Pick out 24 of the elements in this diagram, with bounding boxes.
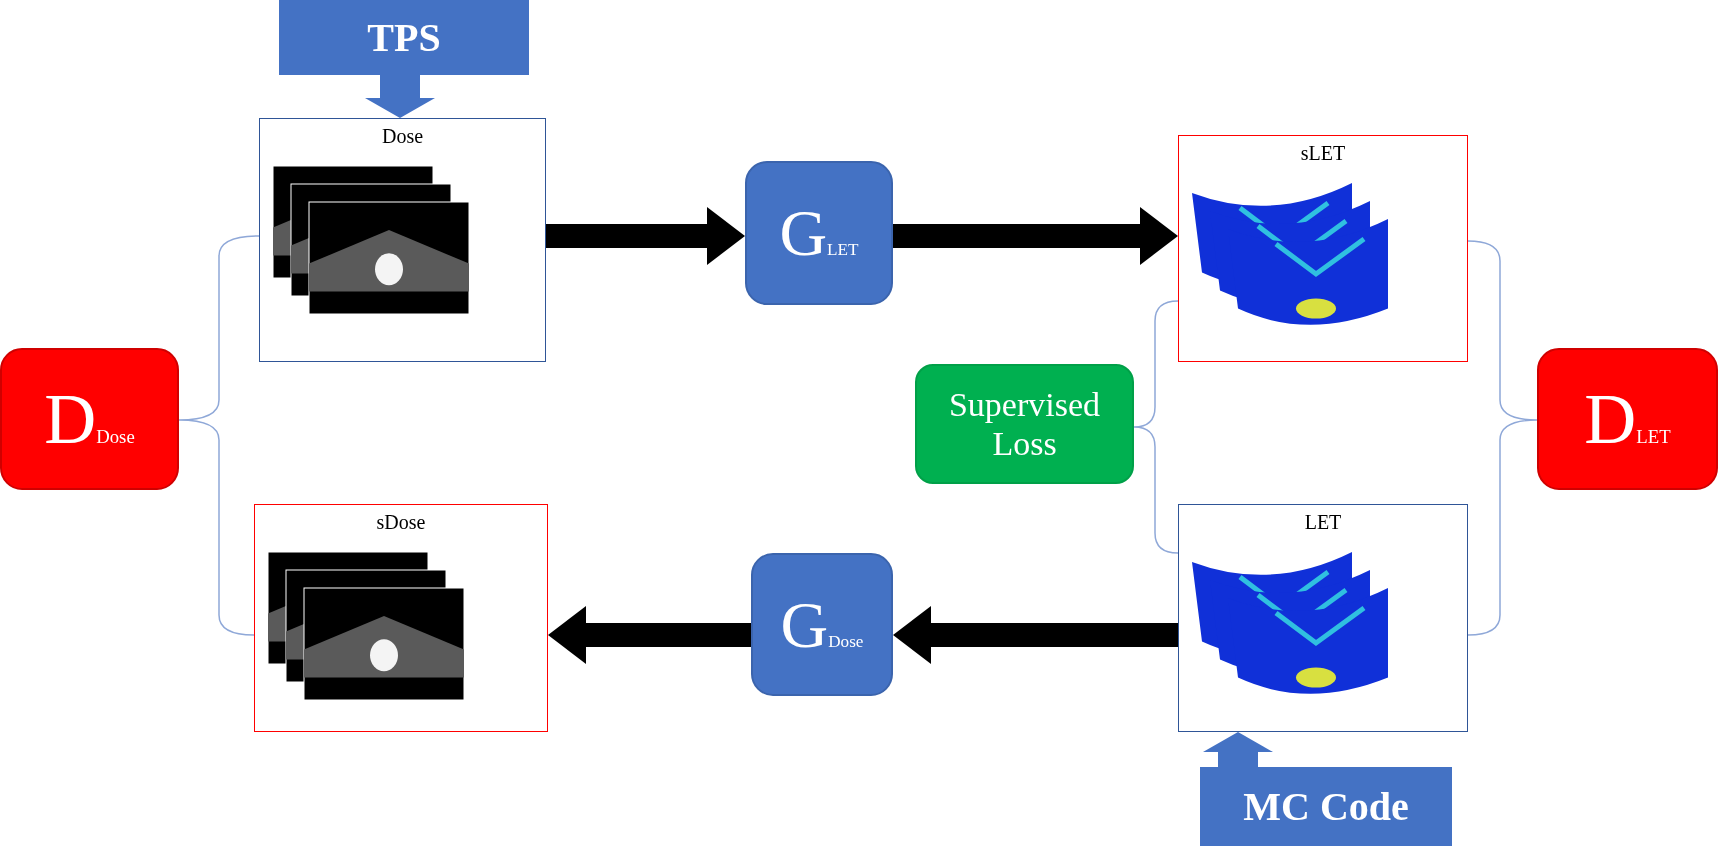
arrow [1203, 732, 1273, 767]
arrow [548, 606, 751, 664]
arrow [546, 207, 745, 265]
generator-box [751, 553, 893, 696]
image-frame [1178, 504, 1468, 732]
image-frame [259, 118, 546, 362]
discriminator-box [0, 348, 179, 490]
node-label: Dose [381, 125, 424, 148]
image-frame [1178, 135, 1468, 362]
node-label: LET [1304, 511, 1342, 534]
loss-box [915, 364, 1134, 484]
node-label: MC Code [1243, 783, 1409, 830]
image-frame [254, 504, 548, 732]
node-label: TPS [367, 14, 441, 61]
node-label: Supervised Loss [947, 384, 1102, 464]
node-label: sDose [376, 511, 426, 534]
node-label: sLET [1300, 142, 1346, 165]
process-box [1200, 767, 1452, 846]
arrow [893, 606, 1178, 664]
discriminator-box [1537, 348, 1718, 490]
arrow [365, 75, 435, 118]
process-box [279, 0, 529, 75]
generator-box [745, 161, 893, 305]
arrow [893, 207, 1178, 265]
